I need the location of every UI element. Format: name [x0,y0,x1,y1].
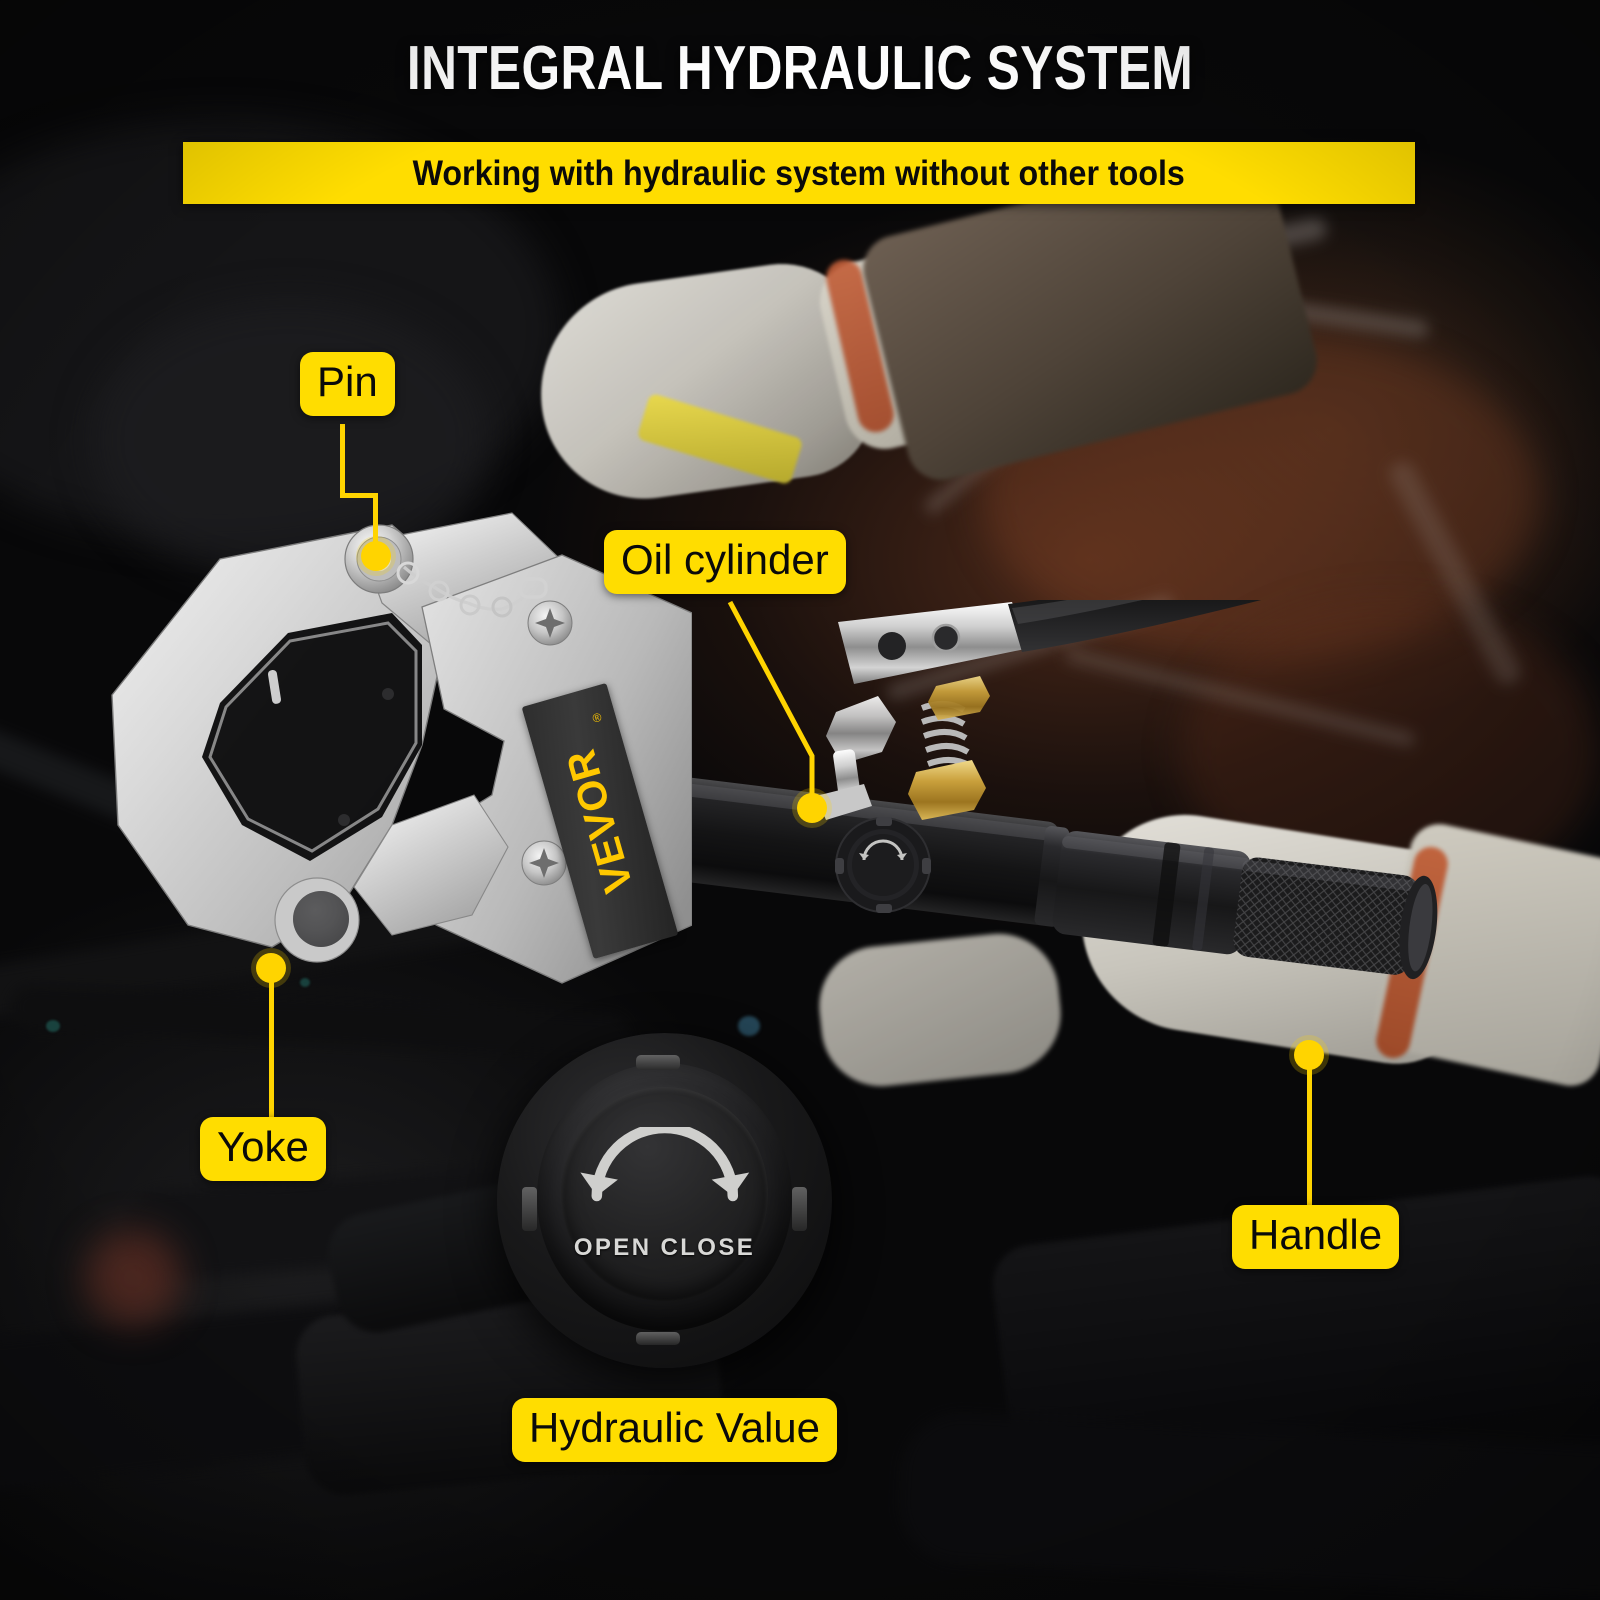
screw-bottom [521,840,567,886]
brass-fitting-lower [908,760,986,820]
vevor-wordmark: VEVOR [557,744,642,898]
leader-line-yoke [269,980,274,1122]
leader-line-handle [1307,1068,1312,1210]
callout-badge-oil-cylinder[interactable]: Oil cylinder [604,530,846,594]
callout-badge-hydraulic-value[interactable]: Hydraulic Value [512,1398,838,1462]
callout-badge-handle[interactable]: Handle [1232,1205,1400,1269]
subtitle-banner: Working with hydraulic system without ot… [183,142,1415,204]
leader-line-pin-h [340,424,345,498]
callout-dot-pin [361,541,391,571]
pump-lever-assembly [816,504,1466,820]
callout-badge-yoke[interactable]: Yoke [200,1117,326,1181]
hydraulic-valve-knob-small [835,817,931,913]
subtitle-text: Working with hydraulic system without ot… [412,153,1186,193]
callout-dot-yoke [256,953,286,983]
rotation-arrow-icon [580,1126,749,1202]
screw-top [527,600,573,646]
brass-fitting-upper [928,676,990,720]
hydraulic-valve-closeup: OPEN CLOSE [497,1033,832,1368]
valve-open-close-label: OPEN CLOSE [573,1234,756,1261]
leader-line-oil-cylinder [727,600,815,808]
callout-dot-oil-cylinder [797,793,827,823]
callout-badge-pin[interactable]: Pin [300,352,395,416]
callout-dot-handle [1294,1040,1324,1070]
registered-mark: ® [590,709,604,726]
page-title: INTEGRAL HYDRAULIC SYSTEM [406,34,1194,103]
